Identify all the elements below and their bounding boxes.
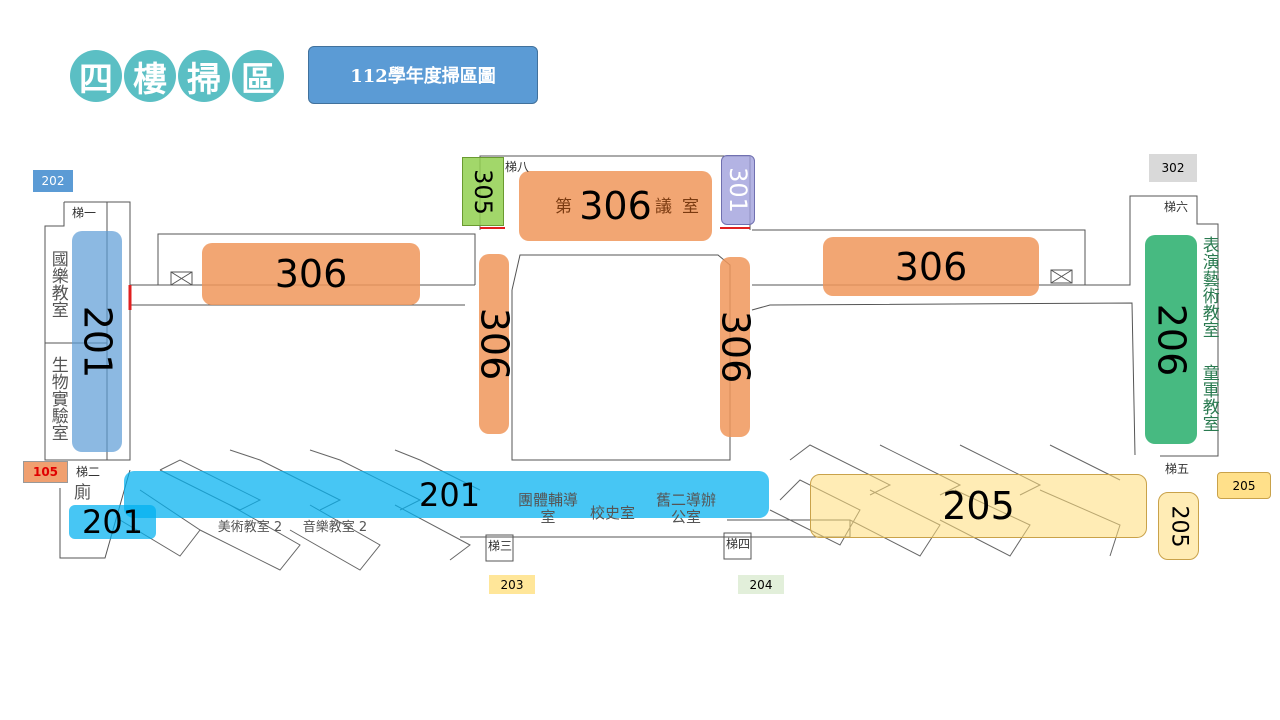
zone-306-top-right: 306 [823, 237, 1039, 296]
zone-label: 305 [469, 168, 497, 215]
room-label-art: 美術教室 2 [217, 520, 283, 535]
stair-8: 梯八 [505, 160, 530, 174]
zone-205-main: 205 [810, 474, 1147, 538]
zone-label: 306 [472, 307, 516, 381]
zone-label: 201 [75, 305, 119, 378]
room-label-meeting: 第 [555, 197, 572, 217]
zone-label: 201 [419, 475, 481, 514]
room-label-history: 校史室 [590, 504, 636, 522]
zone-201-left-wing: 201 [72, 231, 122, 452]
room-label-music2: 音樂教室 2 [302, 520, 368, 535]
title-banner: 112學年度掃區圖 [308, 46, 538, 104]
zone-label: 301 [724, 167, 752, 213]
tag-105: 105 [23, 461, 68, 483]
stair-4: 梯四 [726, 537, 751, 551]
stair-1: 梯一 [72, 206, 97, 220]
zone-306-vertical-left: 306 [472, 254, 516, 434]
logo-char: 四 [70, 50, 122, 102]
tag-302: 302 [1149, 154, 1197, 182]
room-label-toilet: 廁 [74, 483, 91, 503]
stair-3: 梯三 [488, 539, 513, 553]
room-label-biology-lab: 生物實驗室 [47, 356, 68, 441]
zone-306-top-left: 306 [202, 243, 420, 305]
zone-205-small: 205 [1158, 492, 1199, 560]
room-label-meeting: 議 [655, 197, 672, 217]
zone-201-toilet: 201 [69, 503, 156, 541]
room-label-performing-arts: 表演藝術教室 [1198, 236, 1219, 338]
zone-305: 305 [462, 157, 504, 226]
room-label-counseling: 團體輔導室 [517, 491, 578, 526]
zone-306-top-center: 306 [519, 171, 712, 241]
zone-206: 206 [1145, 235, 1197, 444]
logo-char: 掃 [178, 50, 230, 102]
room-label-meeting: 室 [682, 197, 699, 217]
tag-204: 204 [738, 575, 784, 594]
room-label-music: 國樂教室 [47, 250, 68, 318]
stair-6: 梯六 [1164, 200, 1189, 214]
zone-306-vertical-right: 306 [713, 257, 757, 437]
zone-201-corridor: 201 [124, 471, 769, 518]
room-label-office: 舊二導辦公室 [655, 491, 716, 526]
tag-203: 203 [489, 575, 535, 594]
logo-char: 樓 [124, 50, 176, 102]
tag-202: 202 [33, 170, 73, 192]
zone-label: 306 [713, 310, 757, 384]
logo-char: 區 [232, 50, 284, 102]
stair-5: 梯五 [1165, 462, 1190, 476]
stair-2: 梯二 [76, 465, 101, 479]
room-label-scout: 童軍教室 [1198, 364, 1219, 432]
floor-logo: 四 樓 掃 區 [70, 50, 290, 102]
zone-301: 301 [721, 155, 755, 225]
zone-label: 205 [1166, 505, 1191, 547]
tag-205: 205 [1217, 472, 1271, 499]
zone-label: 206 [1149, 303, 1193, 376]
